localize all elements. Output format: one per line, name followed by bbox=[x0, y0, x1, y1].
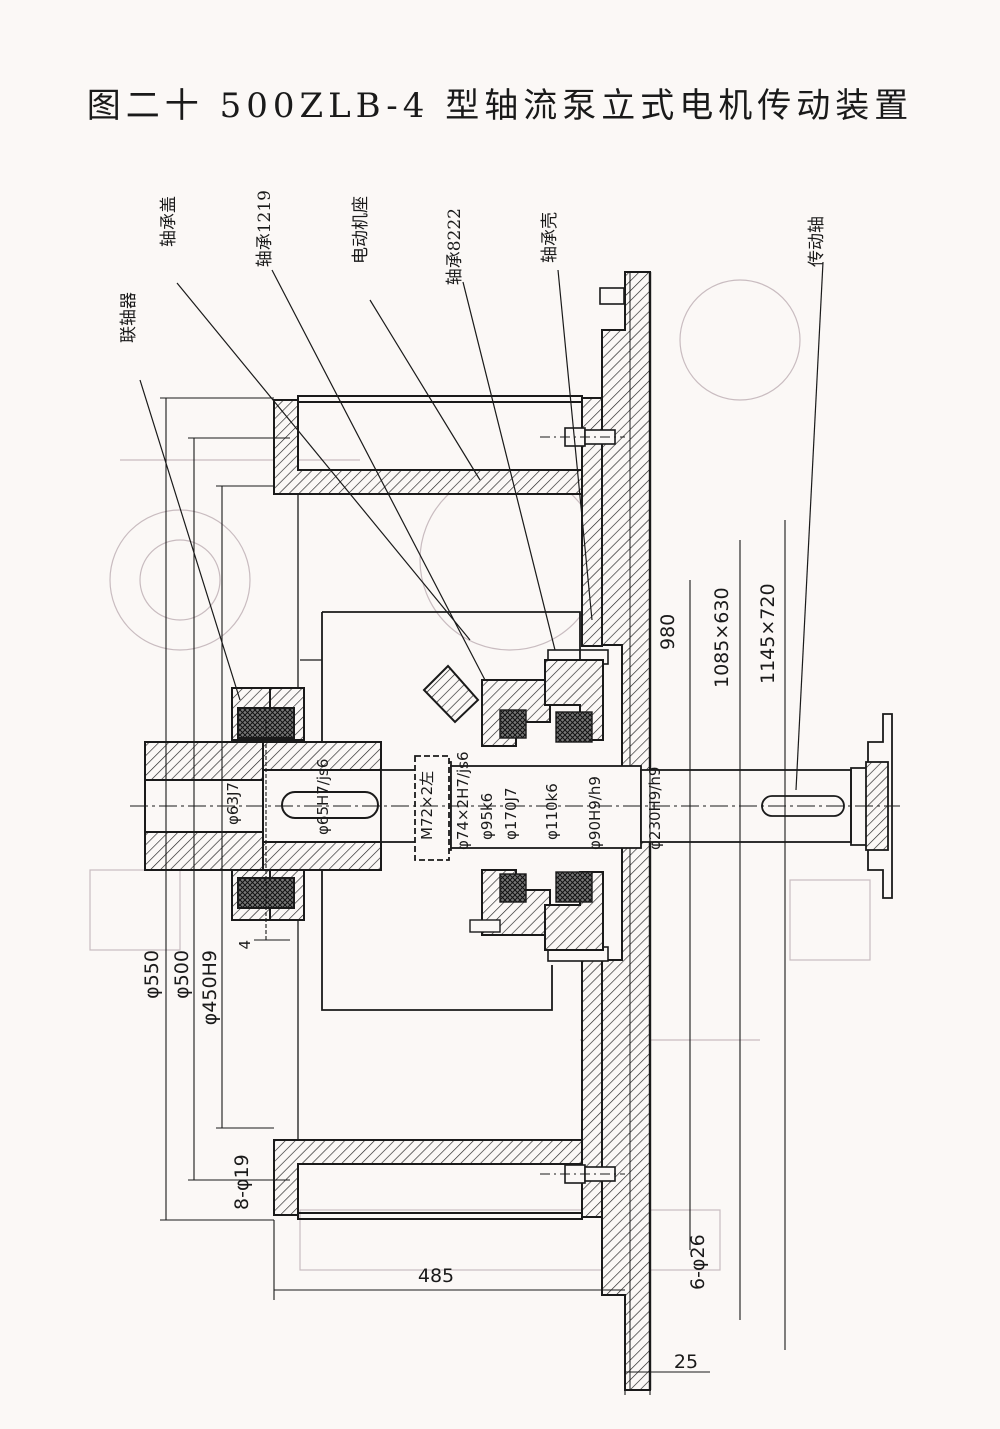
drawing-body bbox=[130, 261, 900, 1395]
dim-phi110: φ110k6 bbox=[543, 783, 561, 840]
bearing-cap bbox=[422, 659, 604, 951]
dim-phi65: φ65H7/js6 bbox=[314, 759, 332, 835]
annotations: 联轴器 轴承盖 轴承1219 电动机座 轴承8222 轴承壳 传动轴 φ550 … bbox=[119, 190, 827, 1373]
dim-8-holes: 8-φ19 bbox=[231, 1154, 253, 1210]
dim-25: 25 bbox=[674, 1351, 698, 1373]
drawing-title: 图二十 500ZLB-4 型轴流泵立式电机传动装置 bbox=[86, 86, 914, 126]
dim-4: 4 bbox=[236, 940, 254, 950]
dim-phi230: φ230H9/h9 bbox=[646, 767, 664, 850]
dimension-lines bbox=[160, 397, 786, 1395]
dim-980: 980 bbox=[657, 614, 679, 650]
label-drive-shaft: 传动轴 bbox=[807, 216, 827, 267]
leader-lines bbox=[139, 261, 824, 791]
dim-485: 485 bbox=[418, 1265, 454, 1287]
dim-phi95: φ95k6 bbox=[478, 793, 496, 840]
dim-phi550: φ550 bbox=[141, 950, 163, 999]
label-bearing-cover: 轴承盖 bbox=[159, 196, 179, 247]
dim-m72: M72×2左 bbox=[418, 771, 436, 840]
label-bearing-1219: 轴承1219 bbox=[255, 190, 275, 267]
label-bearing-8222: 轴承8222 bbox=[445, 208, 465, 285]
dim-phi63: φ63J7 bbox=[224, 782, 242, 825]
dim-1145: 1145×720 bbox=[757, 583, 779, 684]
dim-phi74: φ74×2H7/js6 bbox=[454, 752, 472, 851]
dim-phi450: φ450H9 bbox=[199, 950, 221, 1025]
label-motor-base: 电动机座 bbox=[351, 196, 371, 264]
label-coupling: 联轴器 bbox=[119, 292, 139, 343]
main-shaft bbox=[380, 713, 893, 899]
label-bearing-housing: 轴承壳 bbox=[540, 212, 560, 263]
dim-phi170: φ170J7 bbox=[502, 788, 520, 841]
dim-phi90: φ90H9/h9 bbox=[586, 776, 604, 850]
dim-1085: 1085×630 bbox=[711, 587, 733, 688]
dim-phi500: φ500 bbox=[171, 950, 193, 999]
dim-6-holes: 6-φ26 bbox=[687, 1234, 709, 1290]
